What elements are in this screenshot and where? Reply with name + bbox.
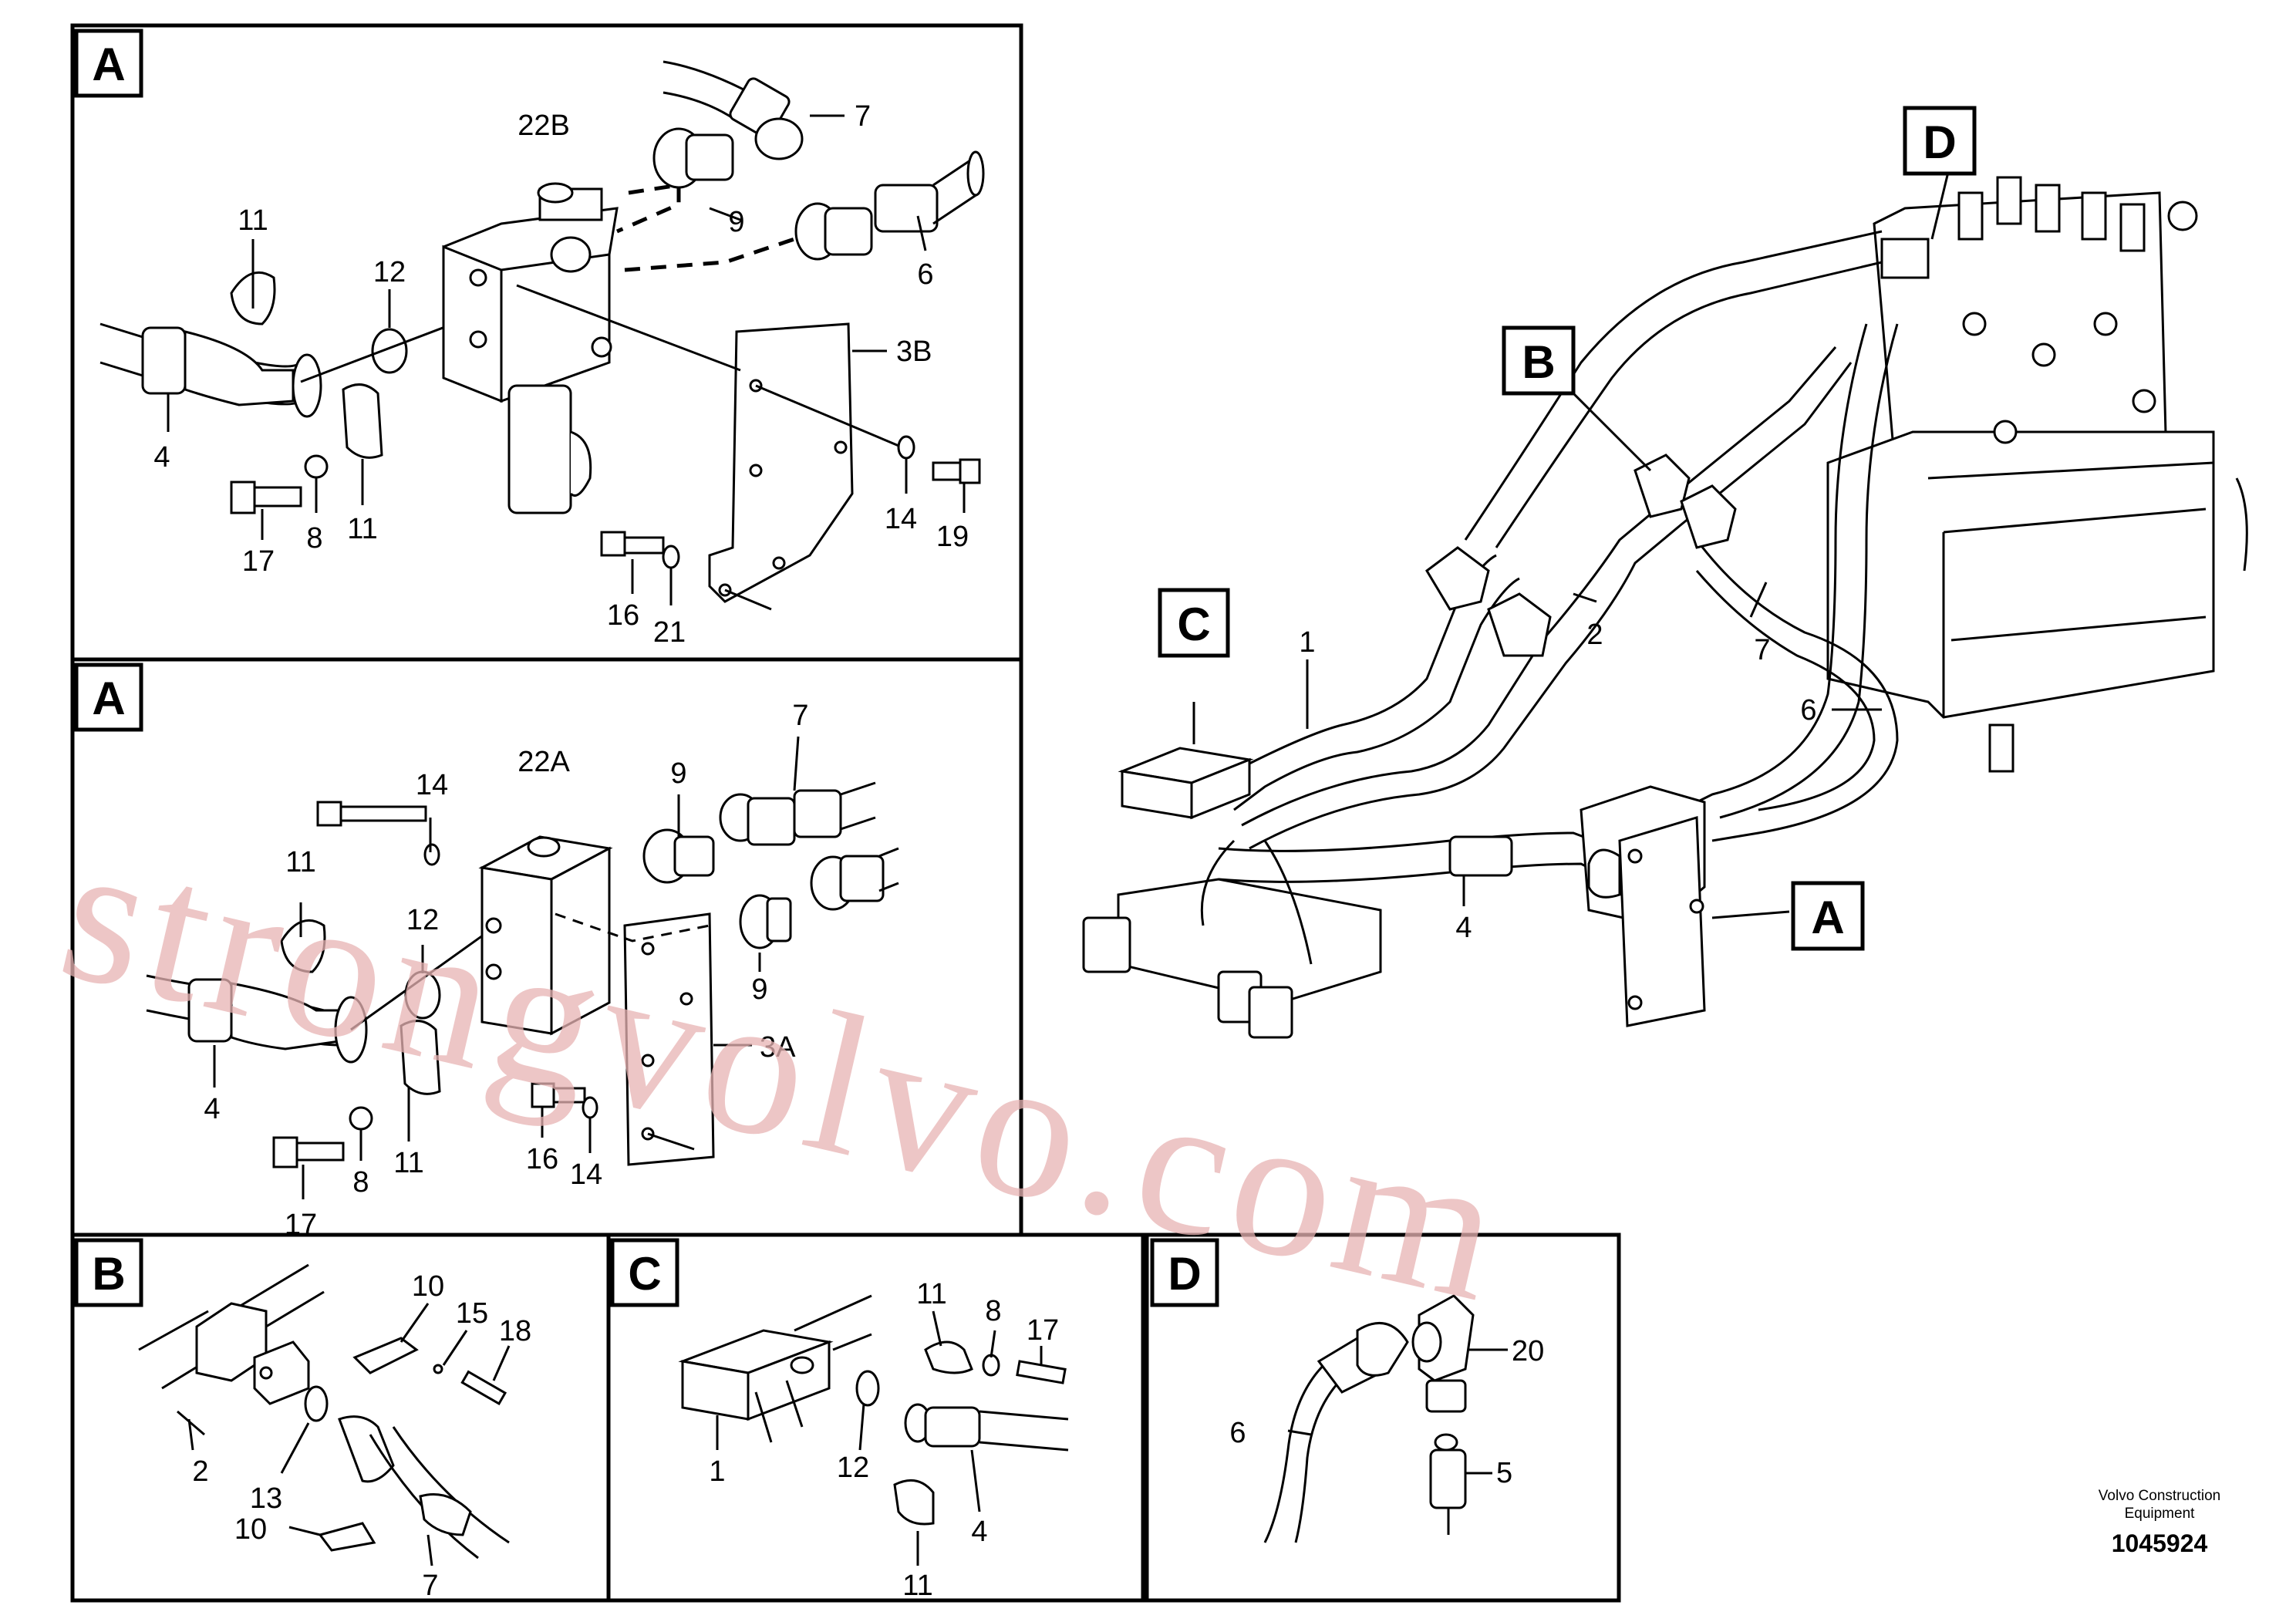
label-13: 13 (250, 1482, 282, 1515)
panel-a-mid-letter: A (92, 673, 125, 724)
label-11: 11 (238, 204, 268, 237)
label-9: 9 (670, 757, 686, 790)
footer-line-1: Volvo Construction (2099, 1488, 2220, 1504)
callout-b: B (1522, 336, 1555, 388)
label-21: 21 (653, 616, 686, 649)
panel-b-letter-box: B (74, 1238, 143, 1307)
label-1: 1 (709, 1455, 725, 1488)
callout-d: D (1923, 116, 1956, 168)
panel-d-frame (1145, 1233, 1621, 1603)
panel-a-mid-drawing (146, 736, 899, 1199)
label-20: 20 (1512, 1335, 1544, 1367)
label-9b: 9 (751, 973, 767, 1006)
label-12: 12 (373, 256, 406, 288)
label-8: 8 (352, 1166, 369, 1199)
label-18: 18 (499, 1315, 531, 1347)
overview-label-1: 1 (1299, 626, 1315, 659)
callout-c: C (1177, 599, 1210, 650)
panel-d-letter: D (1168, 1248, 1201, 1300)
label-8: 8 (985, 1295, 1001, 1327)
label-9: 9 (728, 206, 744, 238)
panel-a-mid-letter-box: A (74, 663, 143, 732)
label-4: 4 (971, 1516, 987, 1548)
panel-b-letter: B (92, 1248, 125, 1300)
label-14: 14 (885, 503, 917, 535)
label-16: 16 (607, 599, 639, 632)
label-6: 6 (917, 258, 933, 291)
label-11: 11 (285, 846, 315, 878)
panel-c-letter: C (628, 1248, 661, 1300)
label-6: 6 (1229, 1417, 1246, 1449)
label-17: 17 (285, 1209, 317, 1241)
label-17: 17 (1027, 1314, 1059, 1347)
callout-d-box: D (1903, 106, 1977, 176)
label-11b: 11 (347, 513, 377, 545)
callout-c-box: C (1158, 588, 1230, 658)
panel-a-top-drawing (99, 60, 985, 611)
label-17: 17 (242, 545, 275, 578)
label-16: 16 (526, 1143, 558, 1175)
label-11b: 11 (393, 1147, 423, 1179)
label-7: 7 (792, 700, 808, 732)
label-3a: 3A (760, 1031, 796, 1064)
panel-d-drawing (1263, 1294, 1508, 1543)
label-12: 12 (837, 1452, 869, 1484)
overview-label-4: 4 (1455, 912, 1472, 944)
panel-a-top-letter-box: A (74, 29, 143, 98)
label-7: 7 (855, 100, 871, 133)
overview-label-6: 6 (1800, 694, 1816, 727)
label-11: 11 (916, 1278, 946, 1310)
label-8: 8 (306, 522, 322, 555)
panel-d-letter-box: D (1150, 1238, 1219, 1307)
watermark-text: strongvolvo.com (44, 798, 1526, 1345)
label-22b: 22B (518, 110, 570, 142)
callout-a: A (1811, 892, 1844, 943)
label-11b: 11 (902, 1570, 932, 1602)
label-4: 4 (153, 441, 170, 474)
panel-c-letter-box: C (610, 1238, 679, 1307)
label-2: 2 (192, 1455, 208, 1488)
label-3b: 3B (896, 336, 932, 368)
overview-drawing (1082, 165, 2248, 1039)
label-14: 14 (416, 769, 448, 801)
label-12: 12 (406, 904, 439, 936)
callout-b-box: B (1502, 325, 1576, 396)
overview-label-7: 7 (1754, 634, 1770, 666)
panel-a-top-letter: A (92, 39, 125, 90)
panel-c-drawing (678, 1294, 1069, 1566)
label-5: 5 (1496, 1457, 1512, 1489)
footer-line-2: Equipment (2125, 1506, 2196, 1522)
panel-b-drawing (138, 1263, 511, 1566)
label-7: 7 (422, 1570, 438, 1602)
footer-number: 1045924 (2112, 1529, 2208, 1557)
label-14b: 14 (570, 1158, 602, 1191)
label-15: 15 (456, 1297, 488, 1330)
overview-label-2: 2 (1586, 619, 1603, 651)
panel-c-frame (606, 1233, 1145, 1603)
label-10b: 10 (234, 1513, 267, 1546)
label-10: 10 (412, 1270, 444, 1303)
label-19: 19 (936, 521, 969, 553)
label-4: 4 (204, 1093, 220, 1125)
label-22a: 22A (518, 746, 570, 778)
callout-a-box: A (1791, 881, 1865, 951)
